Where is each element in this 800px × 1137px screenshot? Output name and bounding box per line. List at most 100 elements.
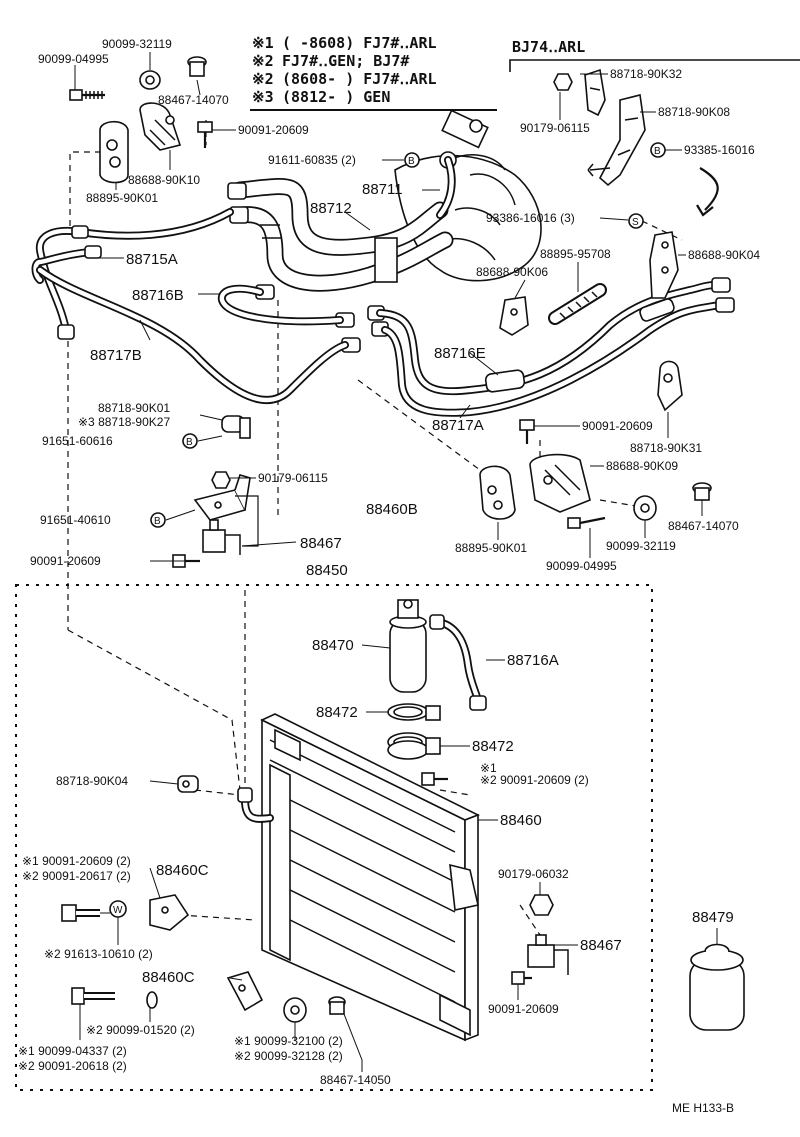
bracket-88460C-lower [226, 971, 264, 1012]
label-88472-a: 88472 [316, 704, 358, 721]
legend-line-3-mark: ※2 [252, 70, 274, 88]
bracket-88688-90K04 [649, 231, 679, 299]
label-91651-60616: 91651-60616 [42, 434, 113, 448]
guide-to-cushion [357, 379, 481, 471]
bolt-90091-20609-low [511, 971, 532, 985]
cushion-90099-32100 [283, 997, 307, 1023]
label-90099-01520: ※2 90099-01520 (2) [86, 1023, 195, 1037]
bracket-88688-90K09 [529, 453, 591, 513]
bracket-88688-90K06 [499, 296, 529, 336]
label-88467-mid: 88467 [300, 535, 342, 552]
hose-88712 [231, 178, 454, 292]
condenser-bottom-bracket [439, 993, 471, 1037]
label-90179-06115-mid: 90179-06115 [258, 471, 328, 485]
label-88717A: 88717A [432, 417, 484, 434]
guide-bracket-upper [69, 151, 112, 232]
tube-end-fitting-right-1 [711, 277, 731, 293]
bolt-90091-20609-mid [519, 419, 535, 444]
label-93385-16016: 93385-16016 [684, 143, 755, 157]
clip-88718-90K31 [657, 360, 683, 412]
legend-line-1-text: ( -8608) FJ7#‥ARL [282, 34, 437, 52]
label-90091-20609-r: ※2 90091-20609 (2) [480, 773, 589, 787]
label-88467-low: 88467 [580, 937, 622, 954]
bracket-88467-mid [202, 519, 241, 555]
compressor-detail-2 [469, 173, 516, 206]
label-mark-1-r: ※1 [480, 761, 497, 775]
symbol-b-91651-60616: B [182, 433, 198, 449]
label-88688-90K06: 88688-90K06 [476, 265, 548, 279]
legend-line-4-text: (8812- ) GEN [282, 88, 390, 106]
collar-88467-14070-mid [692, 482, 712, 501]
label-88688-90K09: 88688-90K09 [606, 459, 678, 473]
label-90091-20609-s1: ※1 90091-20609 (2) [22, 854, 131, 868]
symbol-w-91613: W [109, 900, 127, 918]
label-88711: 88711 [362, 181, 403, 198]
label-88467-14070-top: 88467-14070 [158, 93, 229, 107]
label-90091-20609-mid: 90091-20609 [582, 419, 653, 433]
bolt-90099-04995-top [69, 89, 105, 101]
collar-88467-14070-top [187, 56, 207, 77]
svg-text:B: B [186, 437, 193, 448]
label-88718-90K32: 88718-90K32 [610, 67, 682, 81]
compressor-fitting-top [441, 109, 489, 149]
label-88718-90K08: 88718-90K08 [658, 105, 730, 119]
label-90179-06032: 90179-06032 [498, 867, 569, 881]
label-90091-20618: ※2 90091-20618 (2) [18, 1059, 127, 1073]
symbol-b-91651-40610: B [150, 512, 166, 528]
label-88479: 88479 [692, 909, 734, 926]
label-90091-20609-low: 90091-20609 [488, 1002, 559, 1016]
legend-line-2-text: FJ7#‥GEN; BJ7# [282, 52, 409, 70]
bracket-88460B [193, 474, 251, 521]
label-88717B: 88717B [90, 347, 142, 364]
bolt-90091-20609-s [61, 904, 100, 922]
label-88718-90K27: ※3 88718-90K27 [78, 415, 170, 429]
label-90099-32100: ※1 90099-32100 (2) [234, 1034, 343, 1048]
guide-bracket-c [179, 914, 256, 921]
label-90099-04995-mid: 90099-04995 [546, 559, 617, 573]
hardware-lower [61, 775, 569, 1023]
tube-insulator [484, 369, 526, 393]
label-90099-04995-top: 90099-04995 [38, 52, 109, 66]
tube-end-fitting-right-2 [715, 297, 735, 313]
clip-88718-90K04 [177, 775, 199, 793]
variant-bracket-line [509, 59, 800, 72]
condenser-right-edge [464, 813, 479, 1042]
variant-bracket: BJ74‥ARL [509, 38, 800, 72]
compressor-detail-3 [454, 207, 501, 226]
label-88715A: 88715A [126, 251, 178, 268]
condenser-88460 [237, 713, 480, 1042]
tube-88716E-88717A [376, 277, 735, 417]
legend-line-1-mark: ※1 [252, 34, 274, 52]
fitting-1 [227, 182, 247, 200]
label-88472-b: 88472 [472, 738, 514, 755]
label-88716B: 88716B [132, 287, 184, 304]
label-88716E: 88716E [434, 345, 486, 362]
bolt-90099-04995-mid [567, 516, 606, 529]
cushion-90099-32119-mid [633, 495, 657, 521]
compressor-port [469, 119, 483, 133]
guide-bolt-right [439, 789, 471, 796]
collar-88467-14050 [328, 996, 346, 1015]
hose-clamp [374, 237, 398, 283]
tube-88717B [31, 208, 349, 404]
direction-arrow [696, 167, 719, 217]
guide-clip-k04 [194, 789, 241, 796]
variant-title: BJ74‥ARL [512, 38, 585, 56]
part-labels: 90099-32119 90099-04995 88467-14070 9009… [18, 37, 760, 1115]
label-90099-32119-top: 90099-32119 [102, 37, 172, 51]
hardware-upper-right [499, 68, 719, 412]
label-90091-20609-left: 90091-20609 [30, 554, 101, 568]
bracket-88467-low [527, 934, 569, 975]
refrigerant-can-88479 [689, 943, 745, 1031]
tube-88716B [217, 284, 344, 326]
svg-text:B: B [654, 146, 661, 157]
bolt-90091-20609-r [421, 772, 448, 786]
label-90091-20609-top: 90091-20609 [238, 123, 309, 137]
tube-88716A-fitting-bottom [469, 695, 487, 711]
label-90099-32119-mid: 90099-32119 [606, 539, 676, 553]
condenser-left-tank [269, 763, 291, 962]
tube-fitting-88715A-2 [84, 245, 102, 259]
tube-88716A [429, 614, 487, 711]
tube-88716A-fitting-top [429, 614, 445, 630]
